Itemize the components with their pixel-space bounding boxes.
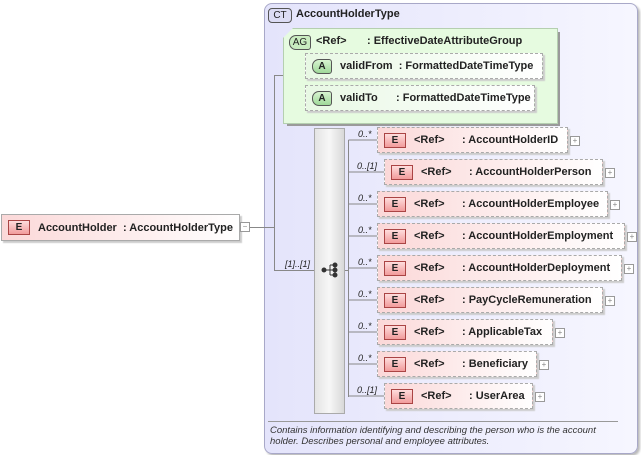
complex-type-badge: CT — [268, 8, 292, 23]
attribute-badge: A — [312, 90, 332, 106]
attribute-type: : FormattedDateTimeType — [398, 60, 534, 72]
element-badge: E — [384, 356, 406, 372]
attribute-group-badge: AG — [289, 35, 311, 50]
element-multiplicity: 0..[1] — [357, 161, 378, 171]
attribute-type: : FormattedDateTimeType — [396, 92, 531, 104]
element-ref: <Ref> — [414, 358, 445, 370]
element-type: : AccountHolderPerson — [469, 166, 592, 178]
element-multiplicity: 0..* — [358, 129, 372, 139]
element-type: : ApplicableTax — [462, 326, 543, 338]
element-badge: E — [384, 132, 406, 148]
attribute-name: validTo — [340, 92, 378, 104]
expand-toggle[interactable]: + — [570, 136, 580, 146]
element-row[interactable]: E <Ref> : Beneficiary — [377, 351, 537, 377]
attribute-name: validFrom — [340, 60, 393, 72]
root-element-accountholder[interactable]: E AccountHolder : AccountHolderType — [1, 214, 240, 241]
expand-toggle[interactable]: + — [539, 360, 549, 370]
sequence-icon — [321, 262, 338, 278]
complex-type-title: AccountHolderType — [296, 8, 400, 20]
element-ref: <Ref> — [414, 198, 445, 210]
element-row[interactable]: E <Ref> : AccountHolderID — [377, 127, 568, 153]
element-ref: <Ref> — [414, 294, 445, 306]
element-ref: <Ref> — [414, 326, 445, 338]
element-multiplicity: 0..* — [358, 225, 372, 235]
expand-toggle[interactable]: + — [605, 168, 615, 178]
element-type: : AccountHolderDeployment — [462, 262, 611, 274]
element-ref: <Ref> — [414, 262, 445, 274]
attribute-badge: A — [312, 58, 332, 74]
expand-toggle[interactable]: + — [535, 392, 545, 402]
element-row[interactable]: E <Ref> : ApplicableTax — [377, 319, 553, 345]
element-badge: E — [384, 196, 406, 212]
element-type: : Beneficiary — [462, 358, 529, 370]
element-type: : AccountHolderEmployment — [462, 230, 614, 242]
divider — [268, 421, 618, 422]
sequence-multiplicity: [1]..[1] — [285, 259, 311, 269]
element-type: : AccountHolderID — [462, 134, 559, 146]
expand-toggle[interactable]: + — [627, 232, 637, 242]
element-ref: <Ref> — [421, 390, 452, 402]
element-row[interactable]: E <Ref> : PayCycleRemuneration — [377, 287, 603, 313]
element-badge: E — [384, 324, 406, 340]
attribute-group-type: : EffectiveDateAttributeGroup — [367, 35, 523, 47]
attribute-validto[interactable]: A validTo : FormattedDateTimeType — [305, 85, 535, 111]
description: Contains information identifying and des… — [270, 425, 596, 447]
element-badge: E — [391, 388, 413, 404]
element-multiplicity: 0..* — [358, 321, 372, 331]
expand-toggle[interactable]: + — [555, 328, 565, 338]
element-multiplicity: 0..* — [358, 193, 372, 203]
expand-toggle[interactable]: + — [605, 296, 615, 306]
element-ref: <Ref> — [414, 134, 445, 146]
expand-toggle[interactable]: + — [624, 264, 634, 274]
element-row[interactable]: E <Ref> : UserArea — [384, 383, 533, 409]
element-badge: E — [384, 292, 406, 308]
collapse-toggle[interactable]: − — [240, 222, 250, 232]
root-element-name: AccountHolder — [38, 221, 117, 234]
element-row[interactable]: E <Ref> : AccountHolderDeployment — [377, 255, 622, 281]
element-ref: <Ref> — [421, 166, 452, 178]
element-badge: E — [8, 220, 30, 235]
element-multiplicity: 0..* — [358, 289, 372, 299]
element-multiplicity: 0..* — [358, 353, 372, 363]
element-row[interactable]: E <Ref> : AccountHolderEmployee — [377, 191, 608, 217]
element-badge: E — [384, 260, 406, 276]
element-multiplicity: 0..[1] — [357, 385, 378, 395]
element-ref: <Ref> — [414, 230, 445, 242]
element-row[interactable]: E <Ref> : AccountHolderEmployment — [377, 223, 625, 249]
attribute-group-ref: <Ref> — [316, 35, 347, 47]
element-multiplicity: 0..* — [358, 257, 372, 267]
element-badge: E — [391, 164, 413, 180]
element-row[interactable]: E <Ref> : AccountHolderPerson — [384, 159, 603, 185]
root-element-type: : AccountHolderType — [122, 221, 233, 234]
expand-toggle[interactable]: + — [610, 200, 620, 210]
element-type: : UserArea — [469, 390, 525, 402]
element-badge: E — [384, 228, 406, 244]
attribute-validfrom[interactable]: A validFrom : FormattedDateTimeType — [305, 53, 543, 79]
element-type: : AccountHolderEmployee — [462, 198, 600, 210]
element-type: : PayCycleRemuneration — [462, 294, 592, 306]
